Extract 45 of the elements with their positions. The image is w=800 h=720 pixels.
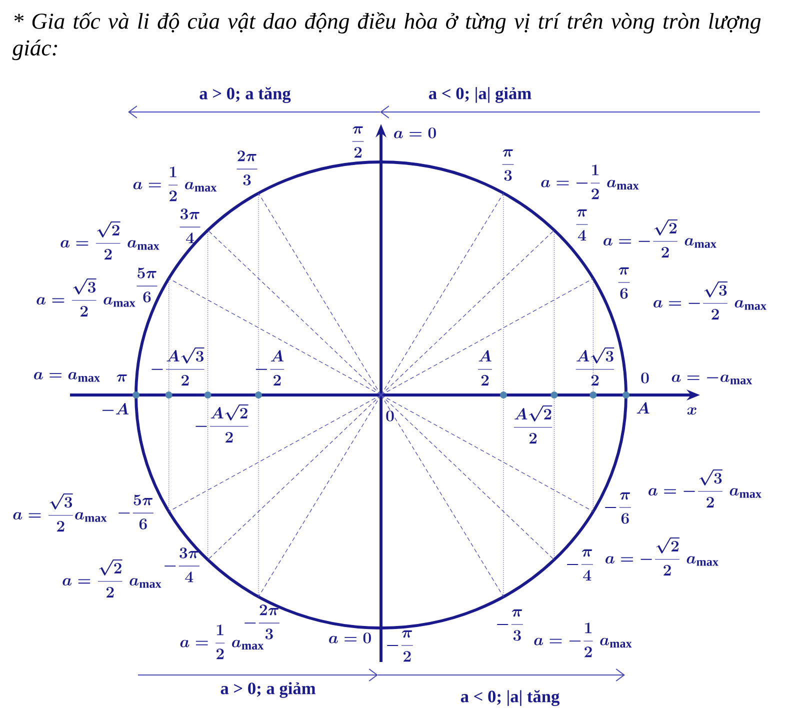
angle-label: $-\frac{\pi}{4}$ [567,549,593,581]
angle-label: $0$ [641,372,649,384]
position-label: $A$ [636,402,650,414]
angle-label: $-\frac{3\pi}{4}$ [164,548,200,582]
acceleration-label: $a = \frac{\sqrt{2}}{2}\; a_{\mathrm{max}}$ [60,221,160,260]
angle-label: $-\frac{5\pi}{6}$ [118,494,154,530]
angle-label: $\frac{\pi}{6}$ [618,267,630,299]
position-label: $-A$ [102,403,129,414]
acceleration-label: $a = \frac{\sqrt{3}}{2}\; a_{\mathrm{max}}$ [36,278,136,316]
angle-label: $\frac{\pi}{4}$ [576,209,588,241]
origin-label: $0$ [386,410,394,422]
acceleration-label: $a = -\frac{\sqrt{3}}{2}\; a_{\mathrm{max}}$ [648,469,762,508]
acceleration-label: $a = -a_{\mathrm{max}}$ [672,374,752,384]
position-label: $-\frac{A\sqrt{3}}{2}$ [152,347,204,386]
acceleration-label: $a = \frac{1}{2}\; a_{\mathrm{max}}$ [133,166,217,202]
angle-label: $\pi$ [116,374,127,382]
acceleration-label: $a = -\frac{1}{2}\; a_{\mathrm{max}}$ [534,622,632,658]
arrow-label: a > 0; a giảm [220,682,316,698]
title: * Gia tốc và li độ của vật dao động điều hòa ở từng vị trí trên vòng tròn lượng giác: [12,12,761,60]
acceleration-label: $a = \frac{\sqrt{2}}{2}\; a_{\mathrm{max}}$ [62,559,162,598]
arrow-label: a < 0; |a| tăng [460,690,560,706]
position-label: $-\frac{A\sqrt{2}}{2}$ [196,404,248,442]
acceleration-label: $a = a_{\mathrm{max}}$ [34,372,100,382]
acceleration-label: $a = -\frac{\sqrt{2}}{2}\; a_{\mathrm{max}}$ [604,219,716,258]
arrow-label: a > 0; a tăng [200,86,291,104]
angle-label: $\frac{2\pi}{3}$ [236,150,258,186]
acceleration-label: $a = \frac{\sqrt{3}}{2} a_{\mathrm{max}}$ [13,493,107,532]
acceleration-label: $a = -\frac{1}{2}\; a_{\mathrm{max}}$ [541,164,639,200]
axis-label: $x$ [687,407,696,415]
angle-label: $\frac{5\pi}{6}$ [136,268,158,302]
acceleration-label: $a = -\frac{\sqrt{3}}{2}\; a_{\mathrm{max}}$ [654,281,766,320]
acceleration-label: $a = 0$ [329,632,371,644]
position-label: $-\frac{A}{2}$ [256,350,284,386]
angle-label: $-\frac{\pi}{2}$ [387,630,413,662]
angle-label: $\frac{\pi}{2}$ [352,126,364,158]
position-label: $\frac{A\sqrt{2}}{2}$ [514,405,552,444]
position-label: $\frac{A\sqrt{3}}{2}$ [576,347,614,386]
angle-label: $\frac{3\pi}{4}$ [180,208,200,244]
acceleration-label: $a = 0$ [394,128,436,138]
angle-label: $-\frac{\pi}{3}$ [497,609,523,641]
arrow-label: a < 0; |a| giảm [428,87,532,103]
acceleration-label: $a = -\frac{\sqrt{2}}{2}\; a_{\mathrm{max}}$ [606,537,718,576]
angle-label: $-\frac{\pi}{6}$ [605,492,631,524]
angle-label: $\frac{\pi}{3}$ [502,149,514,181]
position-label: $\frac{A}{2}$ [478,350,492,386]
